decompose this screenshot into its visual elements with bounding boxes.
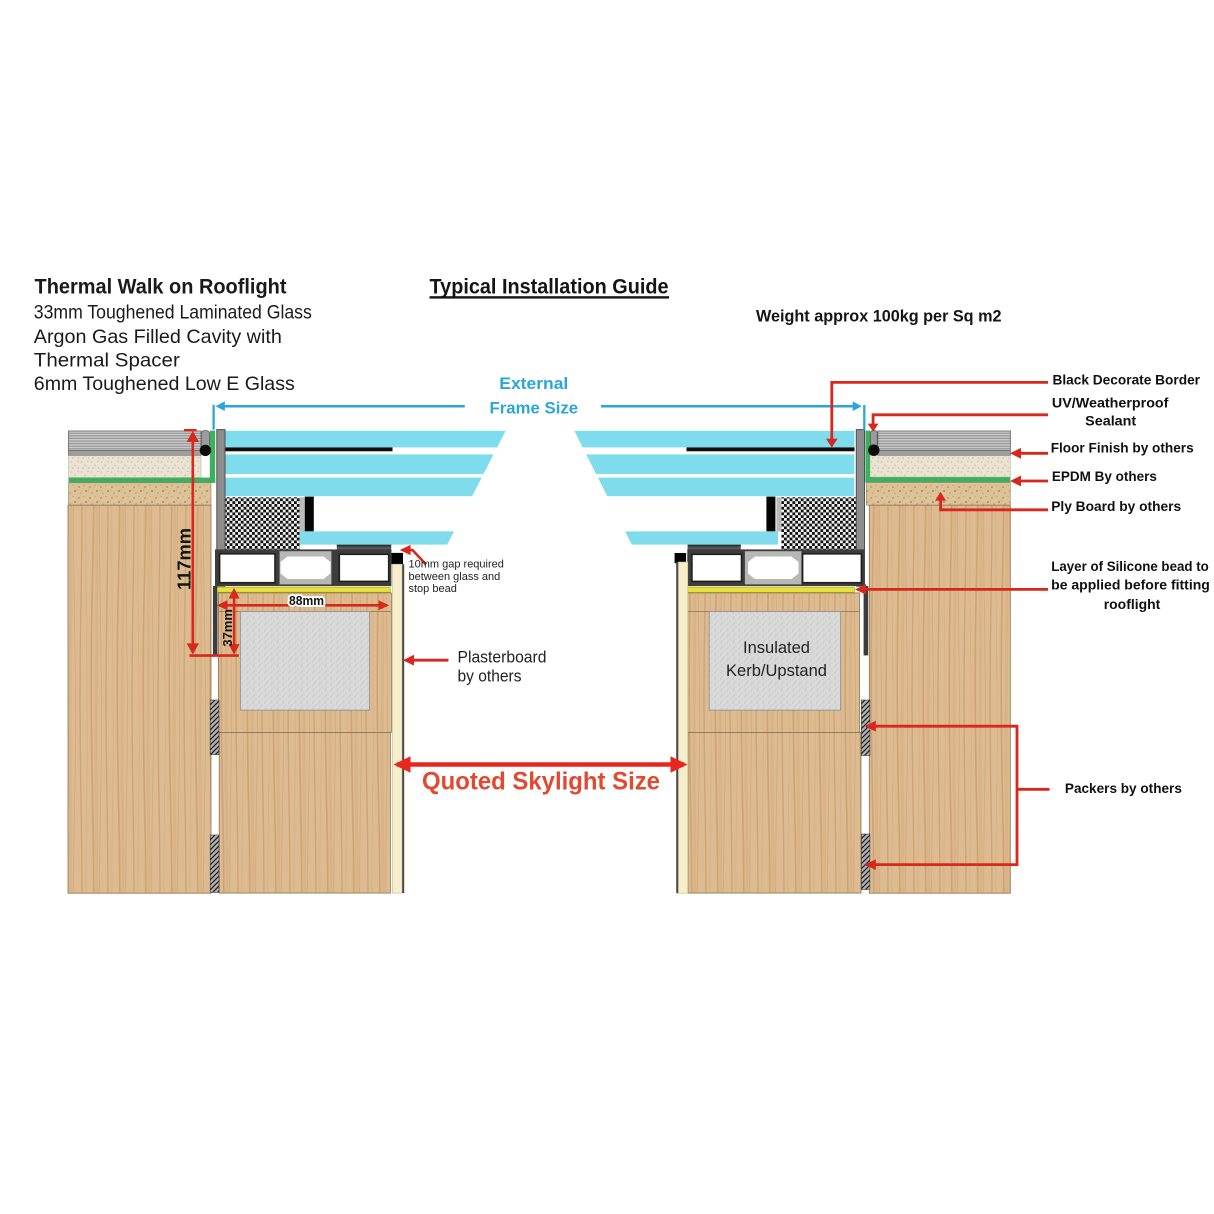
svg-text:6mm Toughened Low E Glass: 6mm Toughened Low E Glass [34, 373, 295, 395]
svg-text:Plasterboard: Plasterboard [458, 648, 547, 666]
svg-text:33mm Toughened Laminated Glass: 33mm Toughened Laminated Glass [34, 301, 312, 323]
svg-text:Argon Gas Filled Cavity with: Argon Gas Filled Cavity with [34, 326, 282, 348]
svg-text:Layer of Silicone bead to: Layer of Silicone bead to [1051, 558, 1209, 574]
svg-text:EPDM By others: EPDM By others [1052, 468, 1157, 484]
svg-text:Sealant: Sealant [1085, 412, 1136, 428]
svg-text:rooflight: rooflight [1104, 596, 1161, 612]
svg-text:Insulated: Insulated [743, 639, 810, 657]
svg-text:UV/Weatherproof: UV/Weatherproof [1052, 394, 1169, 410]
svg-text:Thermal Walk on Rooflight: Thermal Walk on Rooflight [35, 275, 287, 299]
svg-text:88mm: 88mm [289, 594, 324, 608]
svg-text:Frame Size: Frame Size [490, 399, 579, 418]
svg-text:Ply Board by others: Ply Board by others [1051, 498, 1181, 514]
svg-text:Thermal Spacer: Thermal Spacer [34, 349, 181, 371]
svg-text:Kerb/Upstand: Kerb/Upstand [726, 662, 827, 680]
svg-text:be applied before fitting: be applied before fitting [1051, 577, 1210, 593]
svg-text:between glass and: between glass and [409, 571, 501, 583]
svg-text:by others: by others [458, 667, 522, 685]
svg-text:Weight approx 100kg per Sq m2: Weight approx 100kg per Sq m2 [756, 307, 1002, 325]
svg-text:Quoted Skylight Size: Quoted Skylight Size [422, 768, 660, 796]
svg-text:External: External [499, 374, 568, 393]
svg-text:stop bead: stop bead [409, 583, 457, 595]
svg-text:Packers by others: Packers by others [1065, 780, 1182, 796]
svg-text:Black Decorate Border: Black Decorate Border [1053, 371, 1201, 387]
svg-text:Typical Installation Guide: Typical Installation Guide [430, 275, 669, 299]
svg-text:10mm gap required: 10mm gap required [409, 559, 504, 571]
svg-text:Floor Finish by others: Floor Finish by others [1051, 439, 1194, 455]
svg-text:37mm: 37mm [220, 609, 235, 647]
svg-text:117mm: 117mm [175, 528, 195, 590]
